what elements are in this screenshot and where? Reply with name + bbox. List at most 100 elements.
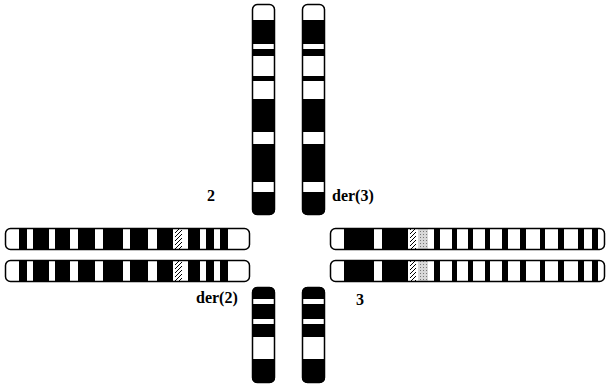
chromosome-band: [578, 228, 584, 250]
chromosome-band: [578, 260, 584, 282]
chromosome-band: [220, 228, 228, 250]
chromatid-body: [302, 4, 325, 215]
chromosome-band: [19, 260, 27, 282]
chromatid-outline: [331, 261, 605, 282]
chromatid-body: [330, 260, 605, 282]
chromosome-band: [175, 228, 182, 250]
chromatid: [252, 287, 275, 383]
chromosome-band: [78, 228, 95, 250]
chromosome-band: [103, 260, 123, 282]
chromosome-band: [418, 228, 428, 250]
chromosome-band: [302, 144, 325, 182]
chromatid: [302, 287, 325, 383]
chromatid-outline: [331, 229, 605, 250]
chromosome-band: [252, 144, 275, 182]
chromosome-name: 2: [207, 187, 215, 204]
chromosome-band: [558, 228, 564, 250]
chromatid: [5, 260, 250, 282]
chromosome-band: [302, 192, 325, 215]
chromosome-band: [520, 228, 526, 250]
chromatid: [330, 228, 605, 250]
chromosome-band: [558, 260, 564, 282]
chromosome-band: [382, 260, 408, 282]
chromosome-band: [302, 76, 325, 81]
chromosome-band: [220, 260, 228, 282]
chromatid: [5, 228, 250, 250]
chromosome-band: [302, 99, 325, 132]
chromosome-band: [302, 304, 325, 319]
chromosome-band: [592, 260, 598, 282]
chromatid-body: [5, 260, 250, 282]
chromosome-band: [157, 228, 173, 250]
chromosome-band: [19, 228, 27, 250]
chromosome-band: [344, 260, 374, 282]
chromosome-band: [78, 260, 95, 282]
chromosome-band: [468, 228, 473, 250]
chromosome-band: [382, 228, 408, 250]
chromosome-band: [302, 49, 325, 56]
chromosome-band: [485, 260, 490, 282]
chromosome-name: 3: [356, 291, 364, 308]
chromatid-body: [252, 4, 275, 215]
chromosome-band: [252, 287, 275, 299]
chromosome-band: [252, 324, 275, 337]
chromatid-body: [302, 287, 325, 383]
chromosome-name: der(3): [332, 187, 374, 204]
chromatid: [302, 4, 325, 215]
chromosome-band: [485, 228, 490, 250]
chromosome-band: [33, 228, 49, 250]
chromosome-band: [130, 260, 148, 282]
chromosome-band: [410, 228, 416, 250]
chromosome-band: [157, 260, 173, 282]
chromosome-label: 2: [205, 187, 217, 205]
chromosome-band: [410, 260, 416, 282]
chromatid-outline: [303, 288, 325, 383]
chromosome-band: [252, 20, 275, 44]
chromosome-band: [452, 260, 457, 282]
chromosome-band: [520, 260, 526, 282]
chromosome-band: [55, 260, 70, 282]
chromosome-label: der(2): [194, 289, 240, 307]
chromosome-band: [252, 359, 275, 383]
chromatid-body: [252, 287, 275, 383]
chromatid-body: [330, 228, 605, 250]
chromosome-band: [302, 287, 325, 299]
chromosome-band: [418, 260, 428, 282]
chromosome-band: [252, 304, 275, 319]
chromosome-band: [33, 260, 49, 282]
chromosome-band: [434, 228, 440, 250]
chromosome-label: 3: [354, 291, 366, 309]
chromosome-name: der(2): [196, 289, 238, 306]
chromosome-band: [302, 20, 325, 44]
chromosome-band: [252, 192, 275, 215]
chromosome-band: [434, 260, 440, 282]
chromosome-band: [540, 228, 545, 250]
chromatid-outline: [6, 261, 250, 282]
chromatid: [252, 4, 275, 215]
chromosome-band: [252, 99, 275, 132]
chromosome-label: der(3): [330, 187, 376, 205]
chromosome-band: [188, 228, 200, 250]
chromosome-band: [502, 228, 508, 250]
chromosome-band: [206, 260, 214, 282]
chromatid-outline: [253, 5, 275, 215]
chromosome-band: [540, 260, 545, 282]
chromatid-outline: [303, 5, 325, 215]
chromosome-band: [206, 228, 214, 250]
chromosome-band: [592, 228, 598, 250]
chromosome-band: [188, 260, 200, 282]
chromosome-band: [468, 260, 473, 282]
chromatid: [330, 260, 605, 282]
chromosome-band: [252, 76, 275, 81]
chromatid-outline: [253, 288, 275, 383]
chromosome-band: [344, 228, 374, 250]
chromatid-outline: [6, 229, 250, 250]
chromosome-band: [130, 228, 148, 250]
chromosome-band: [55, 228, 70, 250]
chromosome-band: [502, 260, 508, 282]
chromosome-band: [302, 359, 325, 383]
chromosome-band: [103, 228, 123, 250]
chromosome-band: [252, 49, 275, 56]
chromatid-body: [5, 228, 250, 250]
